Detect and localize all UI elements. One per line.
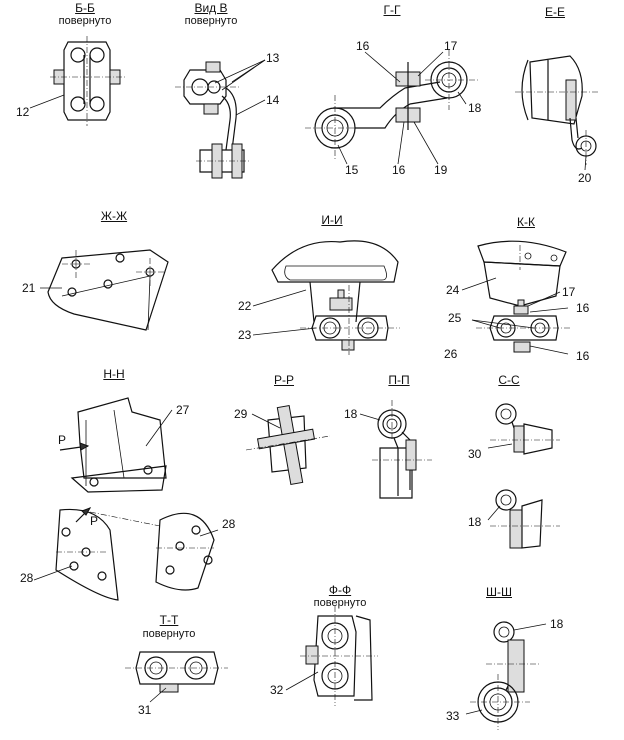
section-ii-drawing (252, 240, 400, 355)
callout-19: 19 (434, 163, 448, 177)
section-zhzh-drawing (40, 249, 169, 331)
callout-18-gg: 18 (468, 101, 482, 115)
force-label-p-bottom: Р (90, 514, 99, 528)
callout-18-pp: 18 (344, 407, 358, 421)
section-pp-drawing (359, 400, 432, 499)
section-nn-drawing (33, 397, 219, 601)
callout-16-gg-top: 16 (356, 39, 370, 53)
section-title-ff: Ф-Ф (328, 583, 352, 597)
section-title-gg: Г-Г (383, 3, 401, 17)
callout-18-shsh: 18 (550, 617, 564, 631)
callout-28-right: 28 (222, 517, 236, 531)
callout-14: 14 (266, 93, 280, 107)
callout-21: 21 (22, 281, 36, 295)
section-title-rr: Р-Р (273, 373, 295, 387)
section-note-vidv: повернуто (184, 15, 238, 27)
section-note-tt: повернуто (142, 628, 196, 640)
callout-32: 32 (270, 683, 284, 697)
section-title-ss: С-С (498, 373, 520, 387)
section-shsh-drawing (465, 621, 547, 730)
callout-26: 26 (444, 347, 458, 361)
callout-28-left: 28 (20, 571, 34, 585)
section-rr-drawing (245, 404, 331, 486)
section-ee-drawing (515, 55, 600, 171)
section-title-ee: Е-Е (544, 5, 566, 19)
callout-15: 15 (345, 163, 359, 177)
section-note-ff: повернуто (313, 597, 367, 609)
callout-23: 23 (238, 328, 252, 342)
callout-17-kk: 17 (562, 285, 576, 299)
callout-33: 33 (446, 709, 460, 723)
section-title-vidv: Вид В (194, 1, 228, 15)
section-title-nn: Н-Н (103, 367, 125, 381)
section-kk-drawing (461, 240, 570, 355)
callout-25: 25 (448, 311, 462, 325)
section-title-zhzh: Ж-Ж (100, 209, 128, 223)
section-tt-drawing (125, 651, 228, 703)
callout-24: 24 (446, 283, 460, 297)
callout-30: 30 (468, 447, 482, 461)
section-title-bb: Б-Б (75, 1, 95, 15)
callout-17-gg: 17 (444, 39, 458, 53)
section-title-pp: П-П (388, 373, 410, 387)
callout-22: 22 (238, 299, 252, 313)
section-gg-drawing (305, 50, 480, 165)
section-title-shsh: Ш-Ш (486, 585, 512, 599)
section-ff-drawing (285, 606, 378, 706)
callout-31: 31 (138, 703, 152, 717)
force-label-p-top: Р (58, 433, 67, 447)
view-v-drawing (175, 59, 266, 179)
section-title-kk: К-К (517, 215, 535, 229)
callout-12: 12 (16, 105, 30, 119)
callout-29: 29 (234, 407, 248, 421)
callout-13: 13 (266, 51, 280, 65)
section-bb-drawing (29, 36, 125, 126)
callout-18-ss: 18 (468, 515, 482, 529)
callout-20: 20 (578, 171, 592, 185)
callout-16-gg-bottom: 16 (392, 163, 406, 177)
callout-27: 27 (176, 403, 190, 417)
section-ss-drawing (487, 403, 560, 549)
section-title-ii: И-И (321, 213, 343, 227)
section-note-bb: повернуто (58, 15, 112, 27)
callout-16-kk-bottom: 16 (576, 349, 590, 363)
section-title-tt: Т-Т (159, 613, 179, 627)
callout-16-kk-top: 16 (576, 301, 590, 315)
